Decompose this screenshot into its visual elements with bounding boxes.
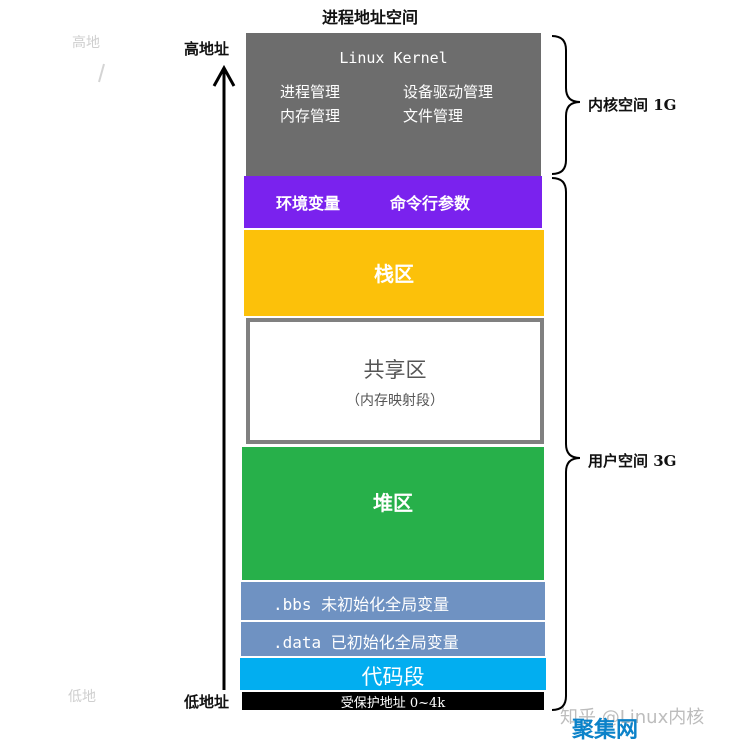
watermark-text: 知乎 @Linux内核	[560, 707, 705, 728]
kernel-item-memory: 内存管理	[280, 107, 341, 125]
address-arrow-icon	[212, 64, 236, 690]
env-variables-label: 环境变量	[276, 194, 341, 213]
code-block: 代码段	[240, 658, 546, 690]
shared-title: 共享区	[363, 358, 427, 382]
heap-block: 堆区	[242, 447, 544, 580]
cmdline-args-label: 命令行参数	[390, 194, 471, 213]
stack-block: 栈区	[244, 230, 544, 316]
bbs-block: .bbs 未初始化全局变量	[241, 582, 545, 620]
kernel-title: Linux Kernel	[339, 49, 448, 67]
low-address-label: 低地址	[184, 693, 230, 711]
shared-subtitle: （内存映射段）	[346, 393, 444, 409]
kernel-item-driver: 设备驱动管理	[403, 83, 494, 101]
kernel-item-process: 进程管理	[280, 83, 341, 101]
shared-block: 共享区 （内存映射段）	[246, 318, 544, 444]
env-block: 环境变量 命令行参数	[244, 176, 542, 228]
data-label: .data 已初始化全局变量	[273, 633, 459, 652]
ghost-high-label: 高地	[72, 35, 100, 51]
protected-block: 受保护地址 0~4k	[242, 692, 544, 711]
ghost-stroke-icon	[98, 63, 105, 83]
kernel-brace-icon	[551, 35, 581, 175]
watermark-accent: 聚集网	[572, 718, 639, 743]
heap-label: 堆区	[373, 491, 413, 515]
kernel-space-label: 内核空间 1G	[588, 96, 677, 114]
stack-label: 栈区	[374, 262, 414, 286]
protected-label: 受保护地址 0~4k	[340, 696, 446, 711]
kernel-block: Linux Kernel 进程管理 设备驱动管理 内存管理 文件管理	[246, 33, 541, 176]
high-address-label: 高地址	[184, 40, 230, 58]
data-block: .data 已初始化全局变量	[241, 622, 545, 656]
diagram-title: 进程地址空间	[321, 8, 418, 27]
ghost-low-label: 低地	[68, 689, 96, 705]
user-brace-icon	[551, 177, 581, 711]
code-label: 代码段	[361, 665, 425, 689]
kernel-item-file: 文件管理	[403, 107, 464, 125]
user-space-label: 用户空间 3G	[588, 452, 677, 470]
bbs-label: .bbs 未初始化全局变量	[273, 595, 450, 614]
